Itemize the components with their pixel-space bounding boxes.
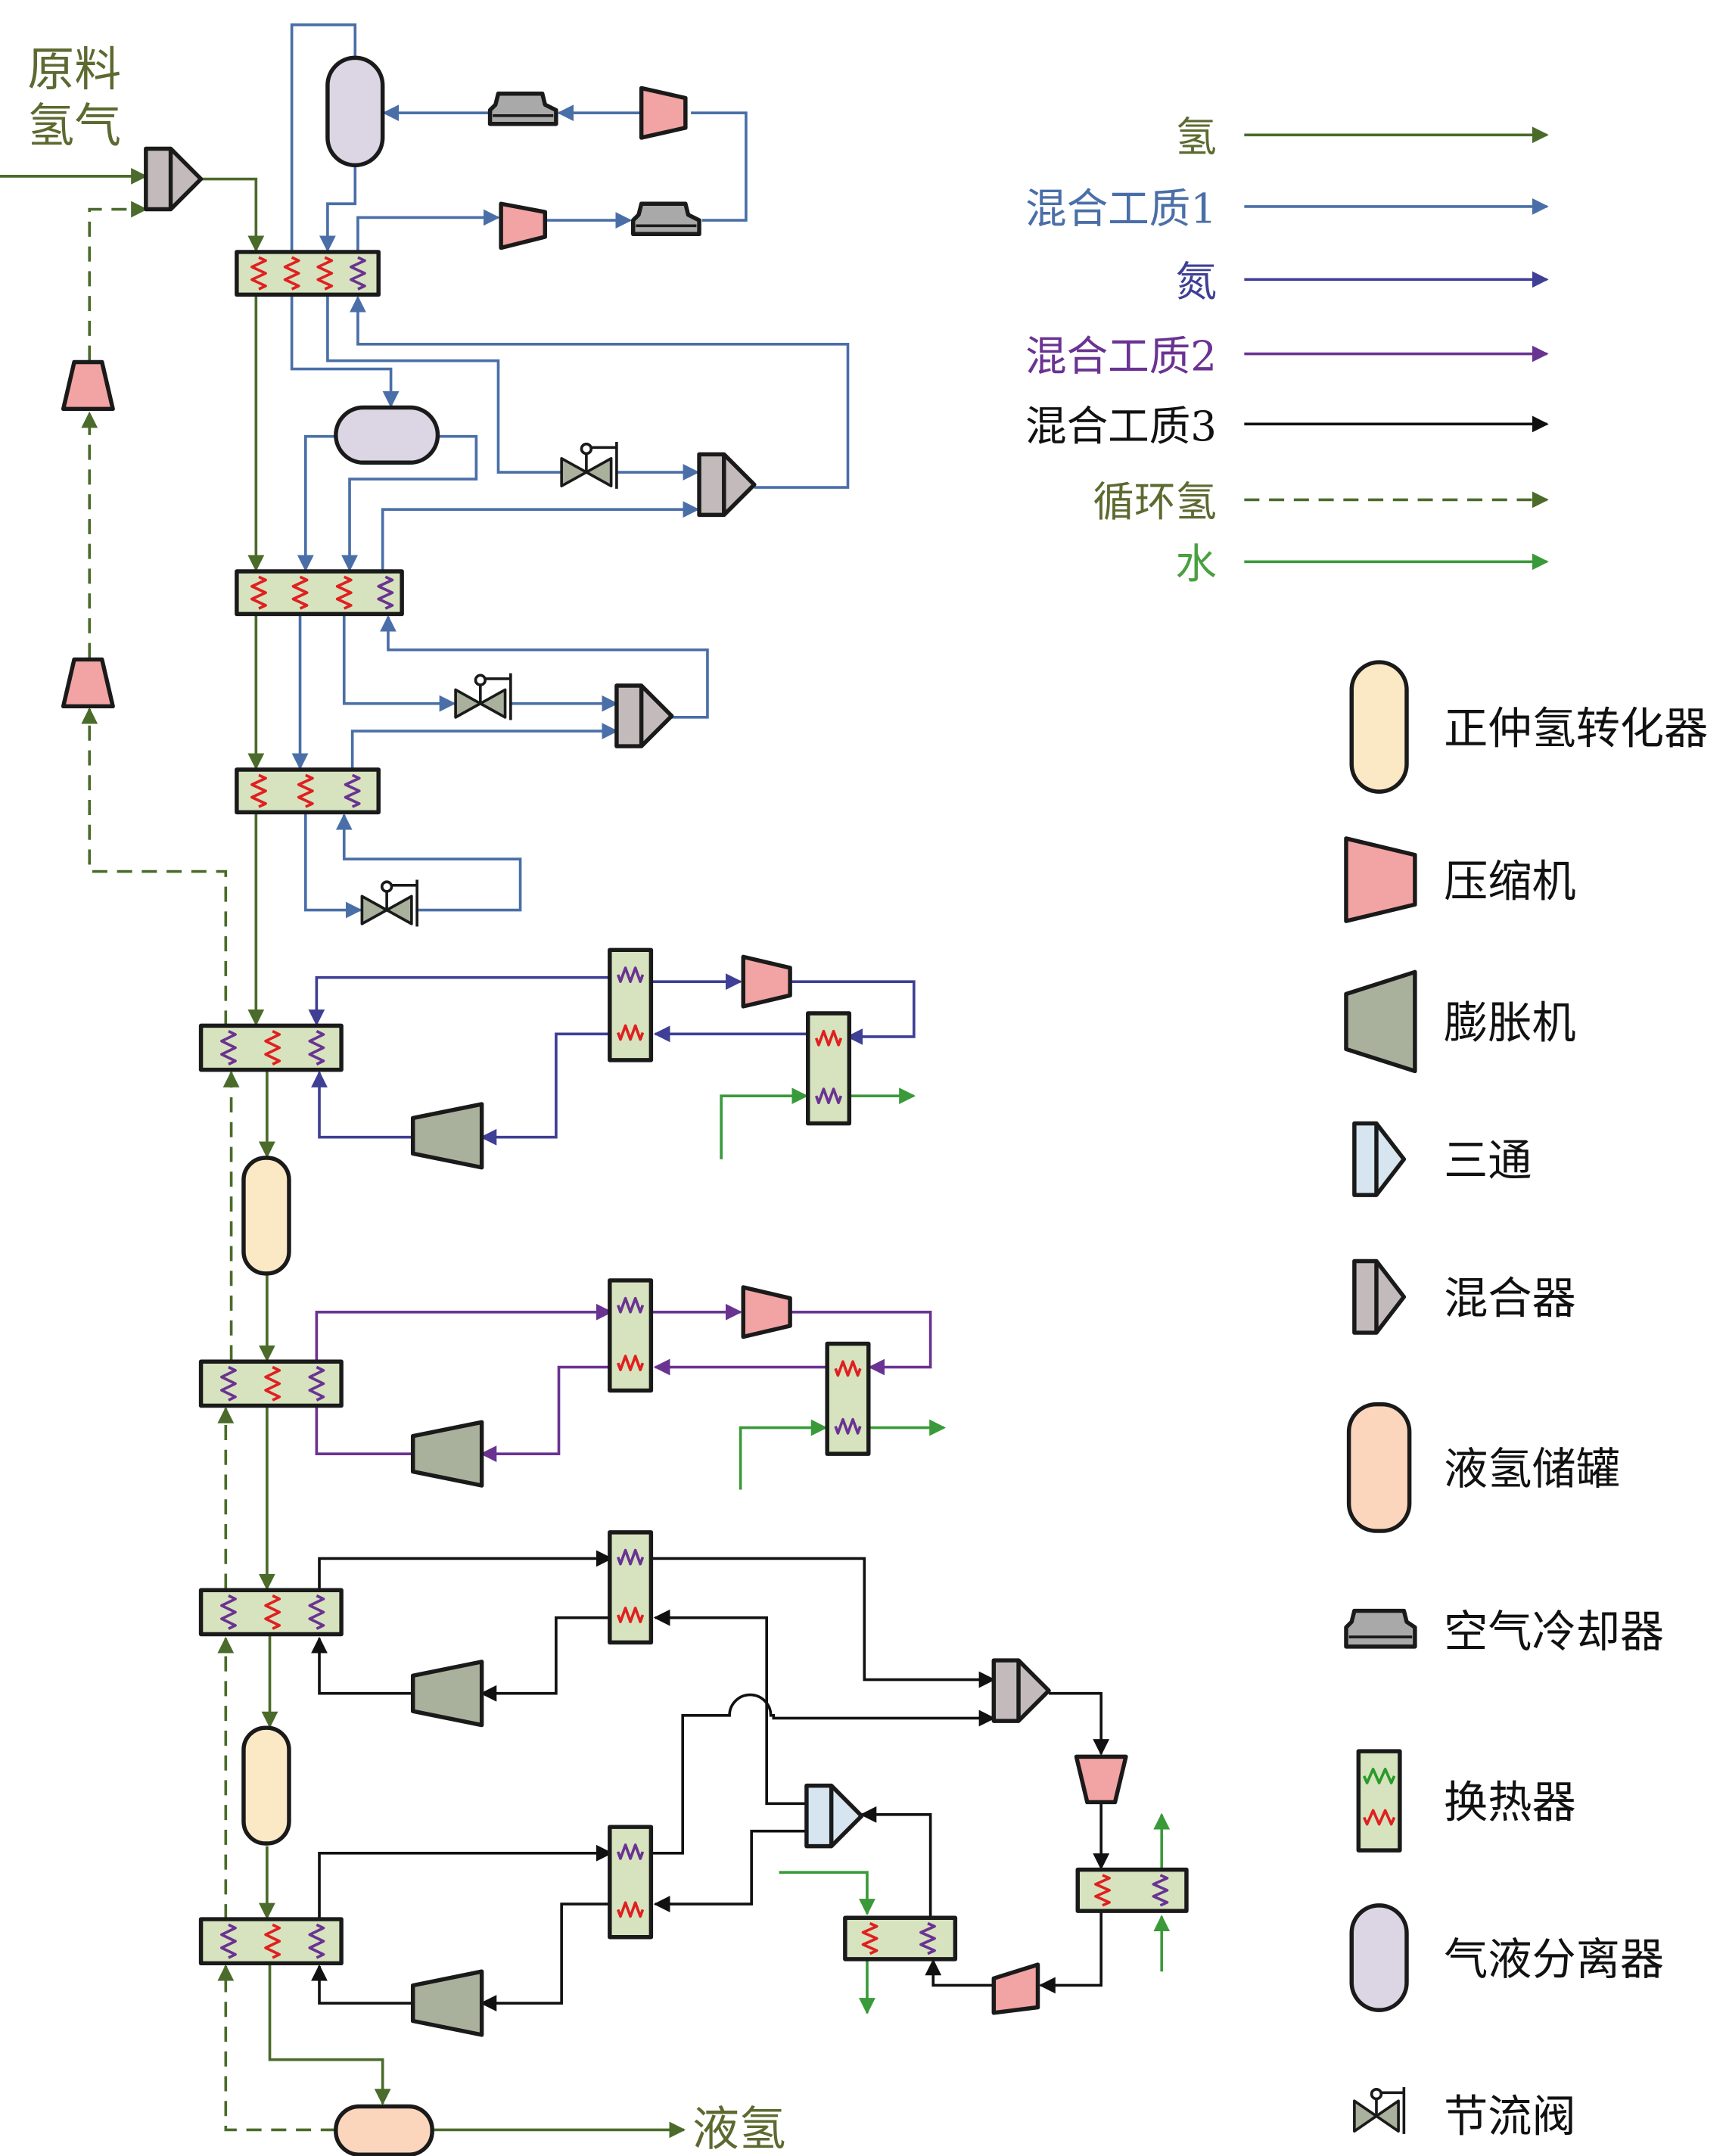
- throttle-valve-2: [454, 673, 512, 720]
- feed-label-line1: 原料: [27, 42, 121, 97]
- air-cooler-2: [631, 201, 701, 237]
- equipment-legend-label-5: 混合器: [1444, 1273, 1576, 1324]
- equipment-legend-label-9: 气液分离器: [1444, 1934, 1664, 1985]
- mixer-1: [144, 146, 204, 212]
- heat-exchanger-10: [608, 947, 654, 1062]
- stream-legend-label-1: 氢: [1175, 113, 1217, 161]
- expander-icon: [1344, 969, 1417, 1074]
- heat-exchanger-7: [198, 1917, 344, 1966]
- stream-legend-label-5: 混合工质3: [1025, 402, 1217, 450]
- heat-exchanger-12: [608, 1278, 654, 1393]
- throttle-valve-icon: [1353, 2087, 1406, 2134]
- op-converter-icon: [1349, 660, 1409, 794]
- heat-exchanger-8: [843, 1915, 958, 1962]
- stream-legend-label-2: 混合工质1: [1025, 185, 1217, 233]
- expander-4: [410, 1969, 484, 2037]
- heat-exchanger-13: [825, 1341, 871, 1456]
- compressor-4: [61, 657, 115, 709]
- water-pipes: [720, 1087, 1171, 2014]
- feed-label-line2: 氢气: [27, 98, 121, 153]
- equipment-legend-label-3: 膨胀机: [1444, 997, 1576, 1049]
- throttle-valve-1: [560, 441, 618, 489]
- heat-exchanger-4: [198, 1023, 344, 1072]
- nitrogen-pipes: [308, 973, 916, 1146]
- compressor-icon: [1344, 836, 1417, 923]
- equipment-legend-label-2: 压缩机: [1444, 855, 1576, 907]
- separator-1: [325, 55, 385, 168]
- op-converter-1: [241, 1156, 291, 1276]
- heat-exchanger-5: [198, 1359, 344, 1408]
- compressor-3: [61, 359, 115, 412]
- mixer-2: [697, 452, 757, 518]
- compressor-6: [741, 1285, 792, 1339]
- air-cooler-1: [487, 91, 558, 126]
- heat-exchanger-9: [1075, 1867, 1189, 1913]
- air-cooler-icon: [1344, 1608, 1417, 1649]
- throttle-valve-3: [360, 879, 418, 927]
- stream-legend-label-4: 混合工质2: [1025, 331, 1217, 380]
- heat-exchanger-11: [806, 1011, 852, 1126]
- expander-1: [410, 1102, 484, 1170]
- compressor-2: [499, 201, 548, 250]
- mix1-pipes: [290, 23, 850, 919]
- heat-exchanger-3: [235, 767, 381, 815]
- tee-icon: [1352, 1121, 1407, 1197]
- storage-tank: [334, 2104, 434, 2156]
- mix2-pipes: [315, 1303, 932, 1463]
- stream-legend-label-6: 循环氢: [1093, 478, 1217, 526]
- equipment-legend-label-7: 空气冷却器: [1444, 1606, 1664, 1657]
- equipment-legend-label-1: 正仲氢转化器: [1444, 702, 1708, 754]
- product-label: 液氢: [692, 2102, 786, 2156]
- compressor-8: [991, 1962, 1040, 2015]
- storage-tank-icon: [1346, 1402, 1412, 1533]
- heat-exchanger-14: [608, 1530, 654, 1645]
- equipment-legend-label-6: 液氢储罐: [1444, 1443, 1620, 1495]
- compressor-7: [1074, 1754, 1128, 1805]
- heat-exchanger-icon: [1356, 1749, 1402, 1853]
- heat-exchanger-2: [235, 569, 404, 617]
- mix3-pipes: [311, 1550, 1110, 2011]
- compressor-1: [639, 86, 688, 140]
- op-converter-2: [241, 1725, 291, 1846]
- recycle-hydrogen-pipes: [81, 201, 336, 2132]
- mixer-4: [991, 1658, 1051, 1723]
- heat-exchanger-6: [198, 1588, 344, 1637]
- stream-legend-label-3: 氮: [1175, 257, 1217, 306]
- expander-2: [410, 1420, 484, 1488]
- mixer-3: [614, 683, 674, 748]
- compressor-5: [741, 954, 792, 1009]
- hydrogen-pipes: [0, 167, 686, 2139]
- expander-3: [410, 1660, 484, 1728]
- mixer-icon: [1352, 1258, 1407, 1335]
- tee-1: [804, 1783, 864, 1849]
- equipment-legend-label-10: 节流阀: [1444, 2090, 1576, 2142]
- separator-2: [334, 405, 440, 465]
- equipment-legend-label-4: 三通: [1444, 1135, 1532, 1187]
- heat-exchanger-15: [608, 1825, 654, 1940]
- equipment-legend-label-8: 换热器: [1444, 1776, 1576, 1828]
- heat-exchanger-1: [235, 250, 381, 297]
- separator-icon: [1349, 1903, 1409, 2012]
- stream-legend-label-7: 水: [1175, 540, 1217, 588]
